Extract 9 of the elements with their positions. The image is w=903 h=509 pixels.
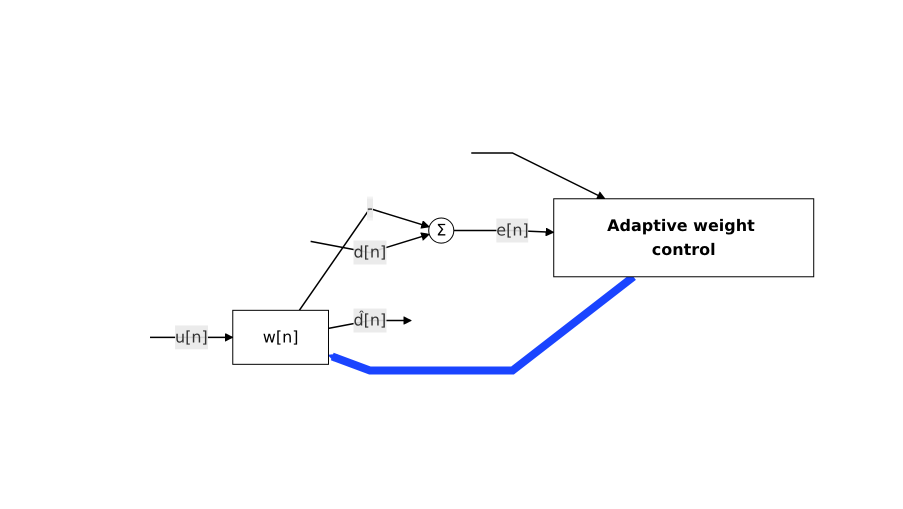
node-box: Adaptive weight control: [552, 198, 814, 278]
edge-label: d̂[n]: [353, 310, 386, 330]
edge-label: e[n]: [496, 220, 528, 240]
arrow: [470, 152, 605, 200]
node-box: w[n]: [232, 310, 329, 366]
edge-label: -: [366, 198, 372, 218]
edge-label: d[n]: [353, 242, 386, 262]
node-circle: Σ: [428, 218, 454, 244]
edge-label: u[n]: [174, 328, 208, 347]
